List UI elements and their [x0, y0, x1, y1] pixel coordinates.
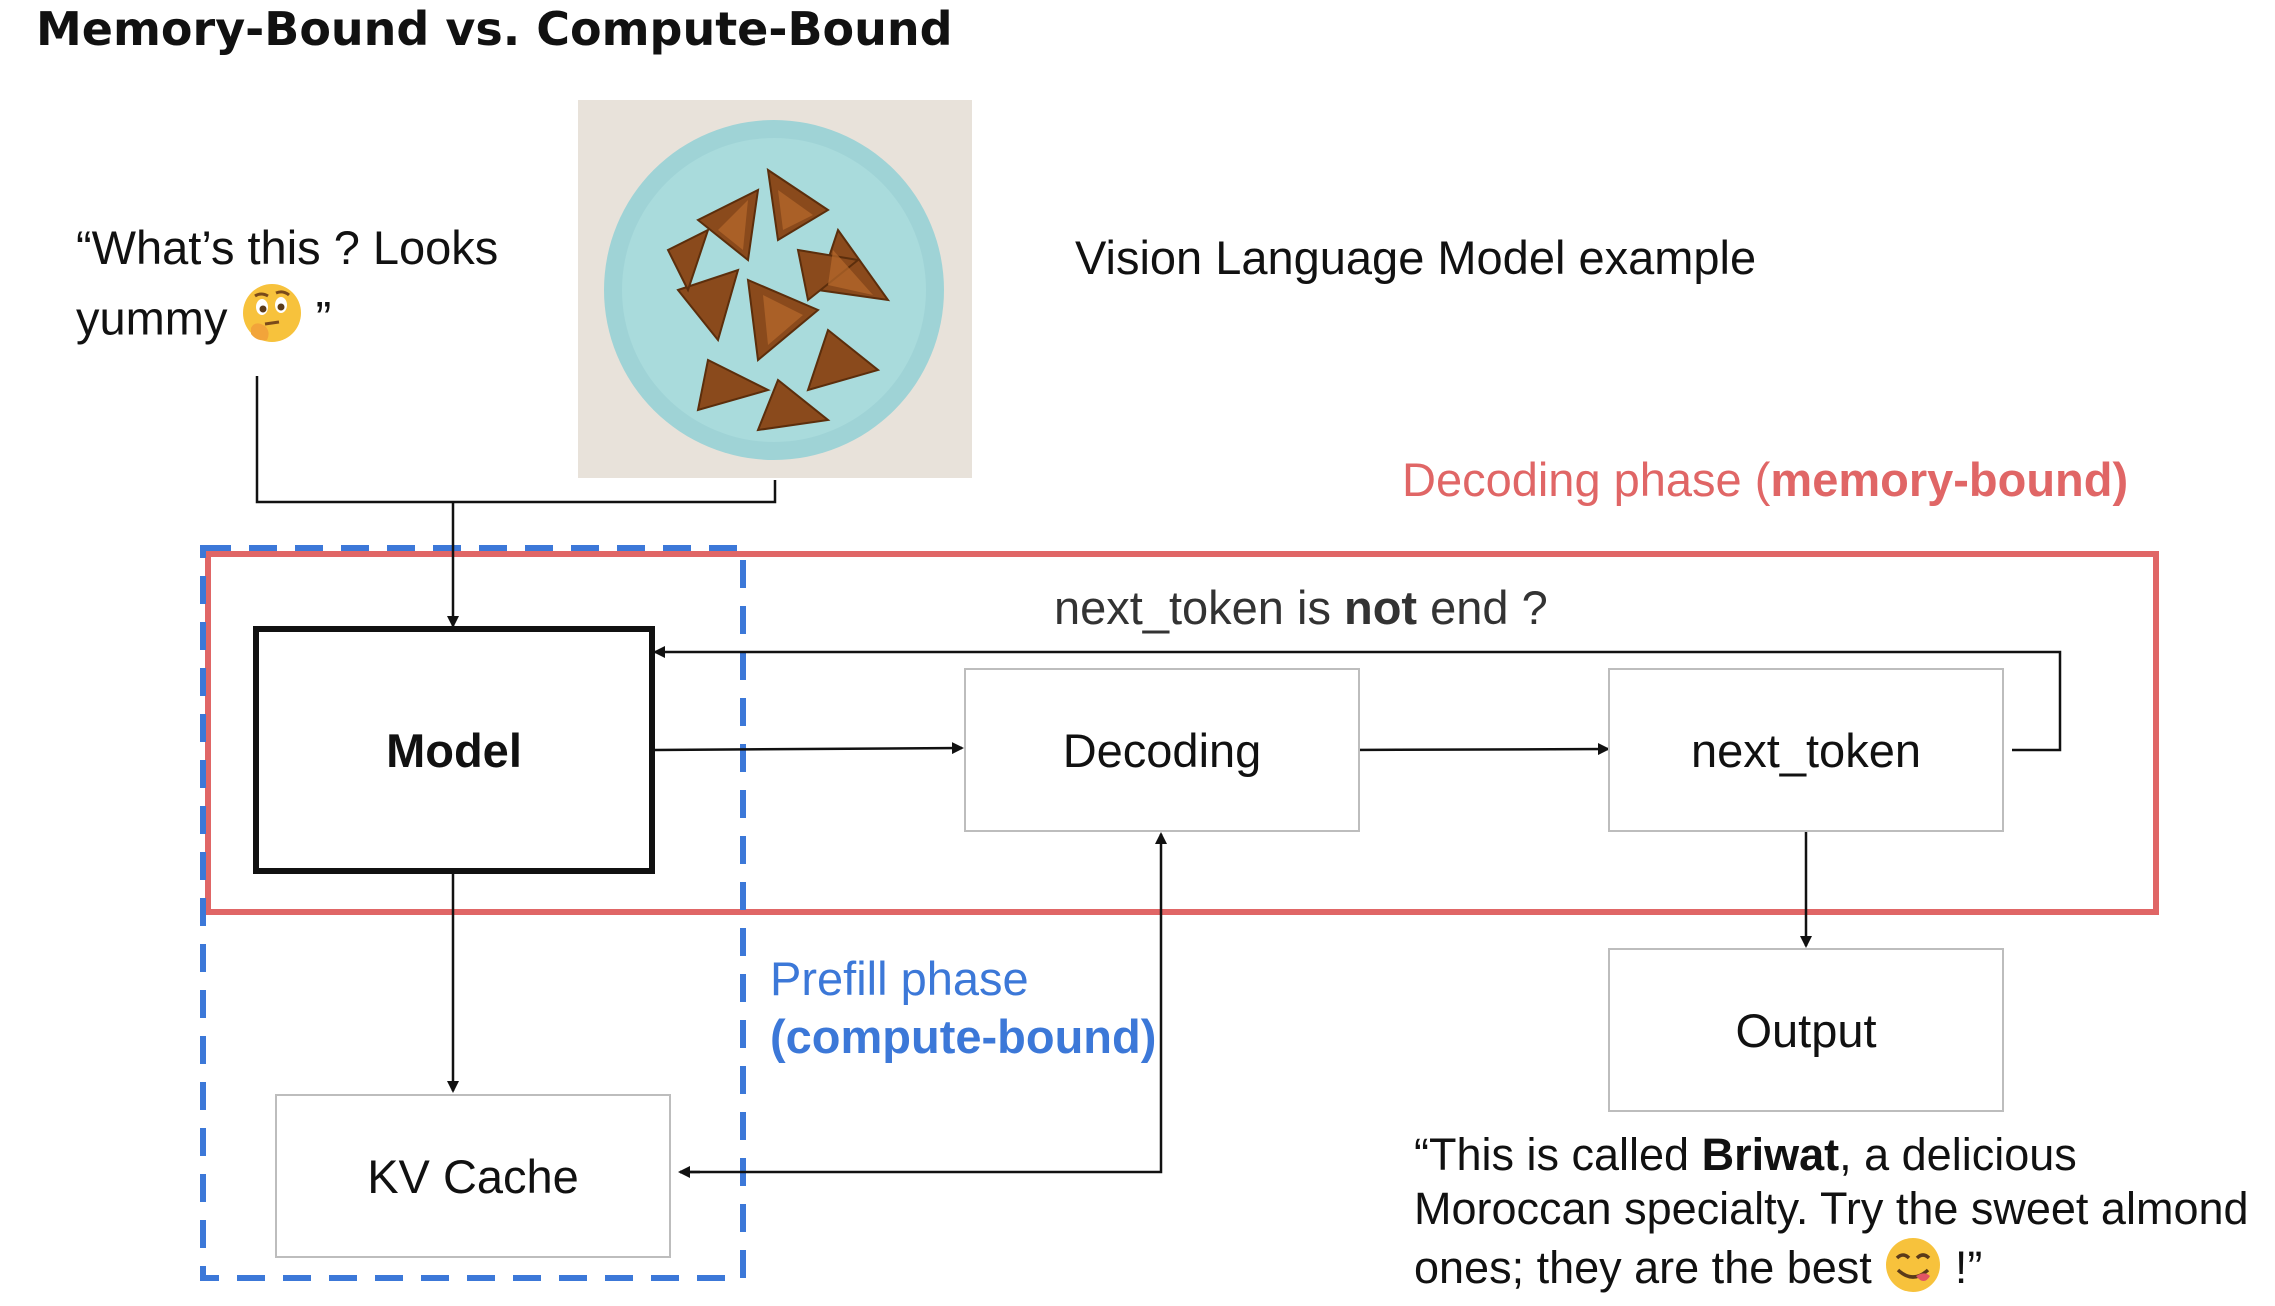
- prefill-phase-region: [200, 545, 746, 1281]
- output-box: Output: [1608, 948, 2004, 1112]
- decoding-phase-bound: memory-bound): [1770, 453, 2129, 506]
- decoding-phase-region: [205, 551, 2159, 915]
- model-box: Model: [253, 626, 655, 874]
- answer-before: “This is called: [1414, 1129, 1702, 1180]
- loop-condition-after: end ?: [1417, 581, 1548, 634]
- prefill-phase-label: Prefill phase (compute-bound): [770, 950, 1156, 1066]
- decoding-phase-label: Decoding phase (memory-bound): [1402, 452, 2128, 507]
- face-savoring-food-icon: [1884, 1236, 1942, 1306]
- answer-after: , a delicious Moroccan specialty. Try th…: [1414, 1129, 2249, 1293]
- prefill-phase-line1: Prefill phase: [770, 952, 1029, 1005]
- loop-condition-before: next_token is: [1054, 581, 1345, 634]
- prefill-phase-line2: (compute-bound): [770, 1010, 1157, 1063]
- model-answer: “This is called Briwat, a delicious Moro…: [1414, 1128, 2274, 1306]
- prompt-connector: [255, 376, 777, 504]
- model-to-decoding-arrow: [654, 742, 964, 755]
- loop-condition-label: next_token is not end ?: [1054, 580, 1548, 635]
- answer-end: !”: [1942, 1241, 1983, 1293]
- page-title: Memory-Bound vs. Compute-Bound: [36, 2, 953, 56]
- food-photo: [578, 100, 972, 478]
- decoding-phase-prefix: Decoding phase (: [1402, 453, 1771, 506]
- kv-cache-decoding-connector: [680, 832, 1167, 1174]
- answer-bold: Briwat: [1701, 1129, 1840, 1180]
- next-token-box: next_token: [1608, 668, 2004, 832]
- decoding-to-next-token-arrow: [1344, 743, 1610, 756]
- loop-back-connector: [653, 646, 2062, 752]
- loop-condition-bold: not: [1344, 581, 1418, 634]
- user-prompt-text: “What’s this ? Looks yummy: [76, 221, 499, 345]
- thinking-face-icon: [241, 282, 303, 362]
- user-prompt: “What’s this ? Looks yummy ”: [76, 214, 546, 362]
- decoding-box: Decoding: [964, 668, 1360, 832]
- kv-cache-box: KV Cache: [275, 1094, 671, 1258]
- vlm-example-label: Vision Language Model example: [1075, 231, 1757, 284]
- user-prompt-close-quote: ”: [315, 291, 332, 345]
